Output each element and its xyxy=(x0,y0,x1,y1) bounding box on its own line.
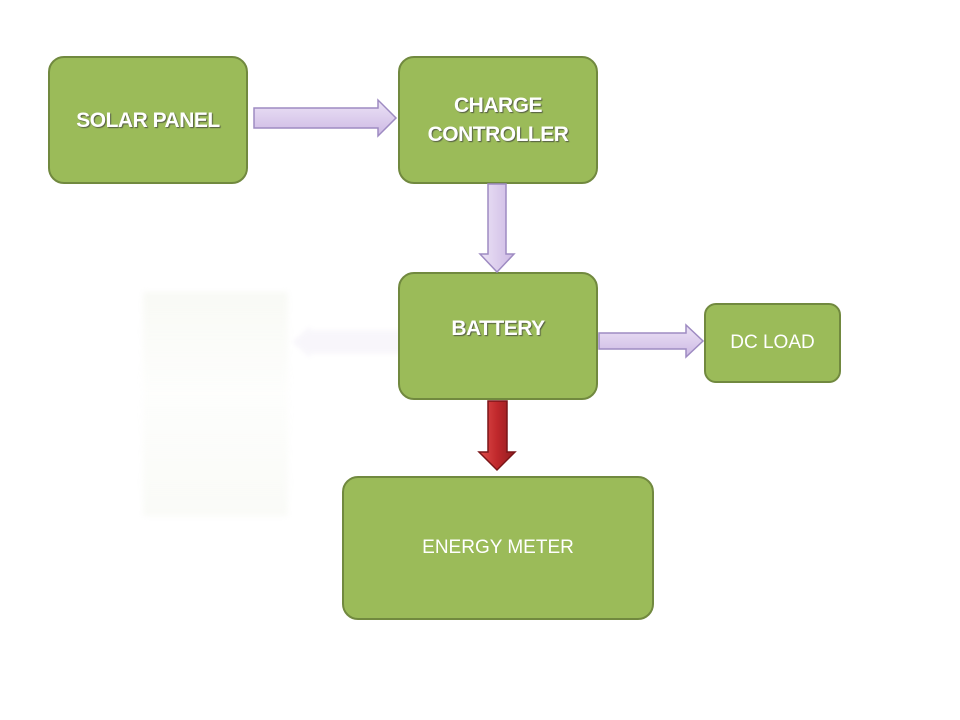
battery-label: BATTERY xyxy=(451,316,545,340)
charge-controller-block: CHARGE CONTROLLER xyxy=(398,56,598,184)
arrow-battery-to-dc-load xyxy=(598,323,705,359)
dc-load-label: DC LOAD xyxy=(730,332,815,353)
arrow-controller-to-battery xyxy=(478,183,516,274)
faded-ac-load-block xyxy=(143,292,288,516)
faded-arrow-battery-to-ac-load xyxy=(292,326,406,358)
arrow-battery-to-energy-meter xyxy=(477,400,517,472)
charge-controller-label-line1: CHARGE xyxy=(453,94,543,117)
energy-meter-label: ENERGY METER xyxy=(422,537,574,558)
solar-panel-block: SOLAR PANEL xyxy=(48,56,248,184)
battery-block: BATTERY xyxy=(398,272,598,400)
charge-controller-label-line2: CONTROLLER xyxy=(427,123,569,146)
solar-panel-label: SOLAR PANEL xyxy=(76,108,220,132)
arrow-solar-to-controller xyxy=(253,98,398,138)
dc-load-block: DC LOAD xyxy=(704,303,841,383)
energy-meter-block: ENERGY METER xyxy=(342,476,654,620)
